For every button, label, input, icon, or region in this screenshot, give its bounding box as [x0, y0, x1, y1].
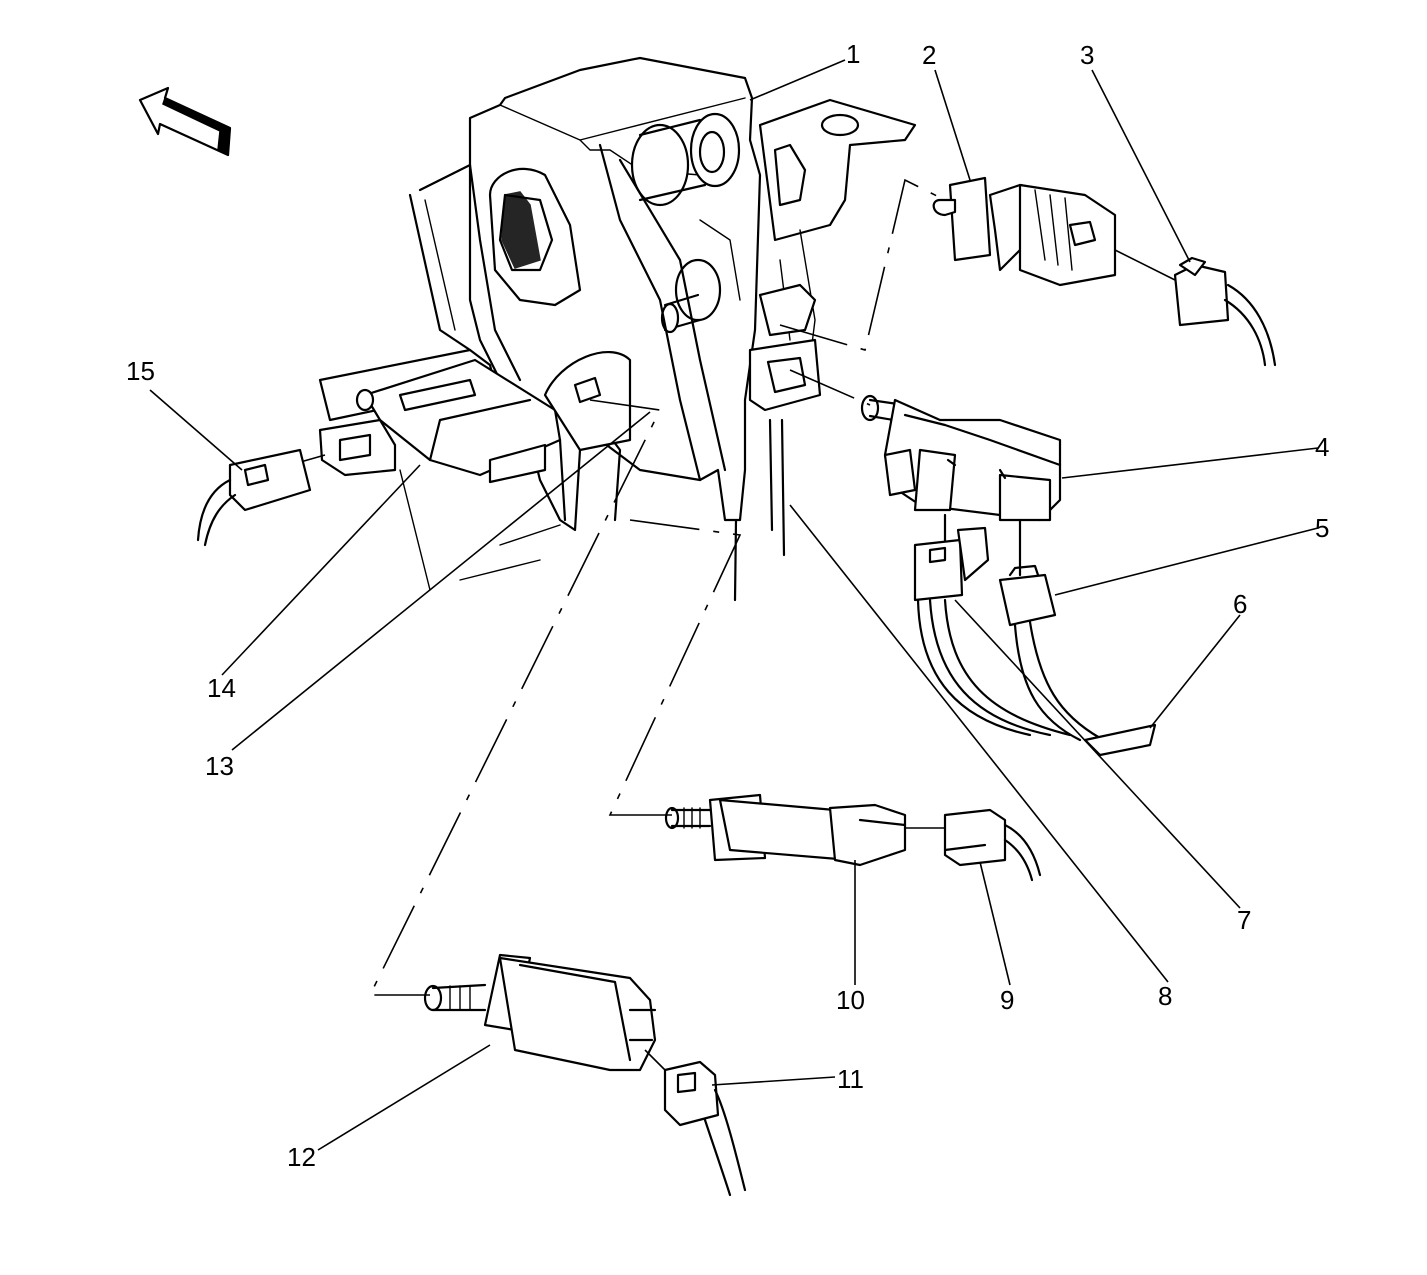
pedal-bracket	[399, 56, 762, 602]
cruise-release-switch	[932, 176, 1117, 287]
callout-labels: 1 2 3 4 5 6 7 8 9 10 11 12 13 14 15	[126, 39, 1329, 1172]
callout-7: 7	[1237, 905, 1251, 935]
callout-14: 14	[207, 673, 236, 703]
callout-2: 2	[922, 40, 936, 70]
callout-8: 8	[1158, 981, 1172, 1011]
callout-3: 3	[1080, 40, 1094, 70]
callout-4: 4	[1315, 432, 1329, 462]
cruise-release-switch-connector	[1114, 249, 1277, 367]
installation-paths	[368, 178, 946, 996]
cruise-control-switch-connector	[644, 1049, 747, 1197]
callout-11: 11	[837, 1064, 864, 1094]
callout-5: 5	[1315, 513, 1329, 543]
stoplamp-connector-a	[913, 526, 1072, 737]
callout-6: 6	[1233, 589, 1247, 619]
callout-13: 13	[205, 751, 234, 781]
stoplamp-switch	[860, 394, 1062, 577]
clutch-start-switch	[318, 348, 632, 484]
stoplamp-connector-b	[998, 564, 1157, 757]
leader-lines	[149, 59, 1319, 1151]
clutch-start-switch-connector	[196, 448, 326, 547]
callout-9: 9	[1000, 985, 1014, 1015]
bracket-tab	[748, 98, 917, 557]
callout-10: 10	[836, 985, 865, 1015]
tcc-brake-switch	[664, 793, 907, 867]
front-direction-arrow-icon	[138, 86, 232, 157]
callout-1: 1	[846, 39, 860, 69]
cruise-control-switch	[423, 953, 657, 1072]
callout-12: 12	[287, 1142, 316, 1172]
callout-15: 15	[126, 356, 155, 386]
tcc-brake-switch-connector	[905, 808, 1042, 882]
